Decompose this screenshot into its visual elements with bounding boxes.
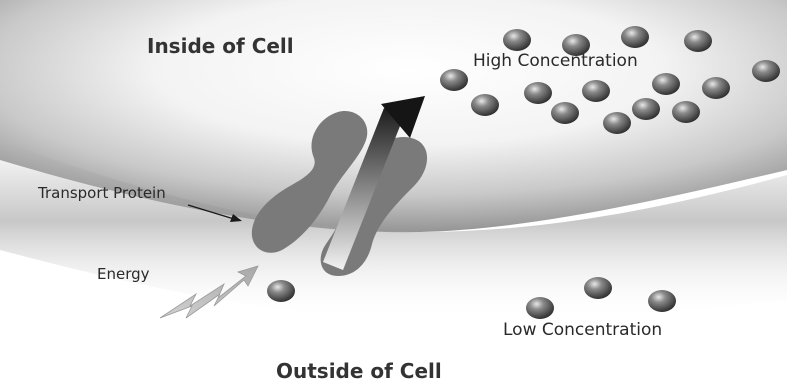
low-concentration-label: Low Concentration (503, 320, 662, 340)
molecule (702, 77, 730, 99)
molecule (621, 26, 649, 48)
molecule (582, 80, 610, 102)
high-concentration-label: High Concentration (473, 51, 638, 71)
molecule (752, 60, 780, 82)
transport-protein-label: Transport Protein (38, 184, 166, 202)
molecule (551, 102, 579, 124)
molecule (603, 112, 631, 134)
molecule (503, 29, 531, 51)
energy-label: Energy (97, 265, 150, 283)
molecule (652, 73, 680, 95)
outside-of-cell-label: Outside of Cell (276, 359, 442, 383)
molecule (672, 101, 700, 123)
molecule (632, 98, 660, 120)
molecule (584, 277, 612, 299)
molecule (684, 30, 712, 52)
molecule (648, 290, 676, 312)
molecule (526, 297, 554, 319)
molecule (440, 69, 468, 91)
molecule (524, 82, 552, 104)
molecule (471, 94, 499, 116)
inside-of-cell-label: Inside of Cell (147, 34, 294, 58)
molecule (267, 280, 295, 302)
